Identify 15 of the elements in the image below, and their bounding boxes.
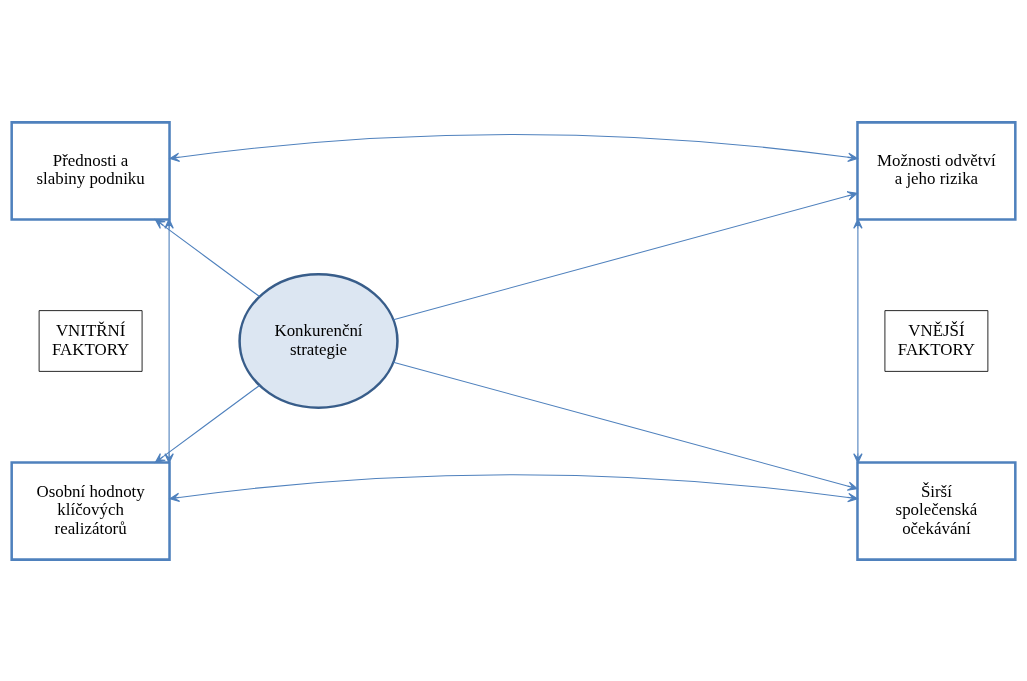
node-box: VNĚJŠÍ FAKTORY (884, 309, 989, 372)
arrow (853, 218, 863, 464)
arrow (169, 473, 858, 502)
node-box: Možnosti odvětví a jeho rizika (856, 120, 1017, 221)
node-box: VNITŘNÍ FAKTORY (38, 309, 143, 372)
arrow (154, 218, 261, 297)
arrow (392, 361, 858, 491)
node-box: Osobní hodnoty klíčových realizátorů (10, 460, 171, 561)
arrow (164, 218, 174, 464)
node-box: Přednosti a slabiny podniku (10, 120, 171, 221)
arrow (154, 384, 261, 463)
node-box: Širší společenská očekávání (856, 460, 1017, 561)
arrow (169, 133, 858, 162)
node-ellipse: Konkurenční strategie (238, 272, 399, 409)
arrow (392, 190, 858, 320)
